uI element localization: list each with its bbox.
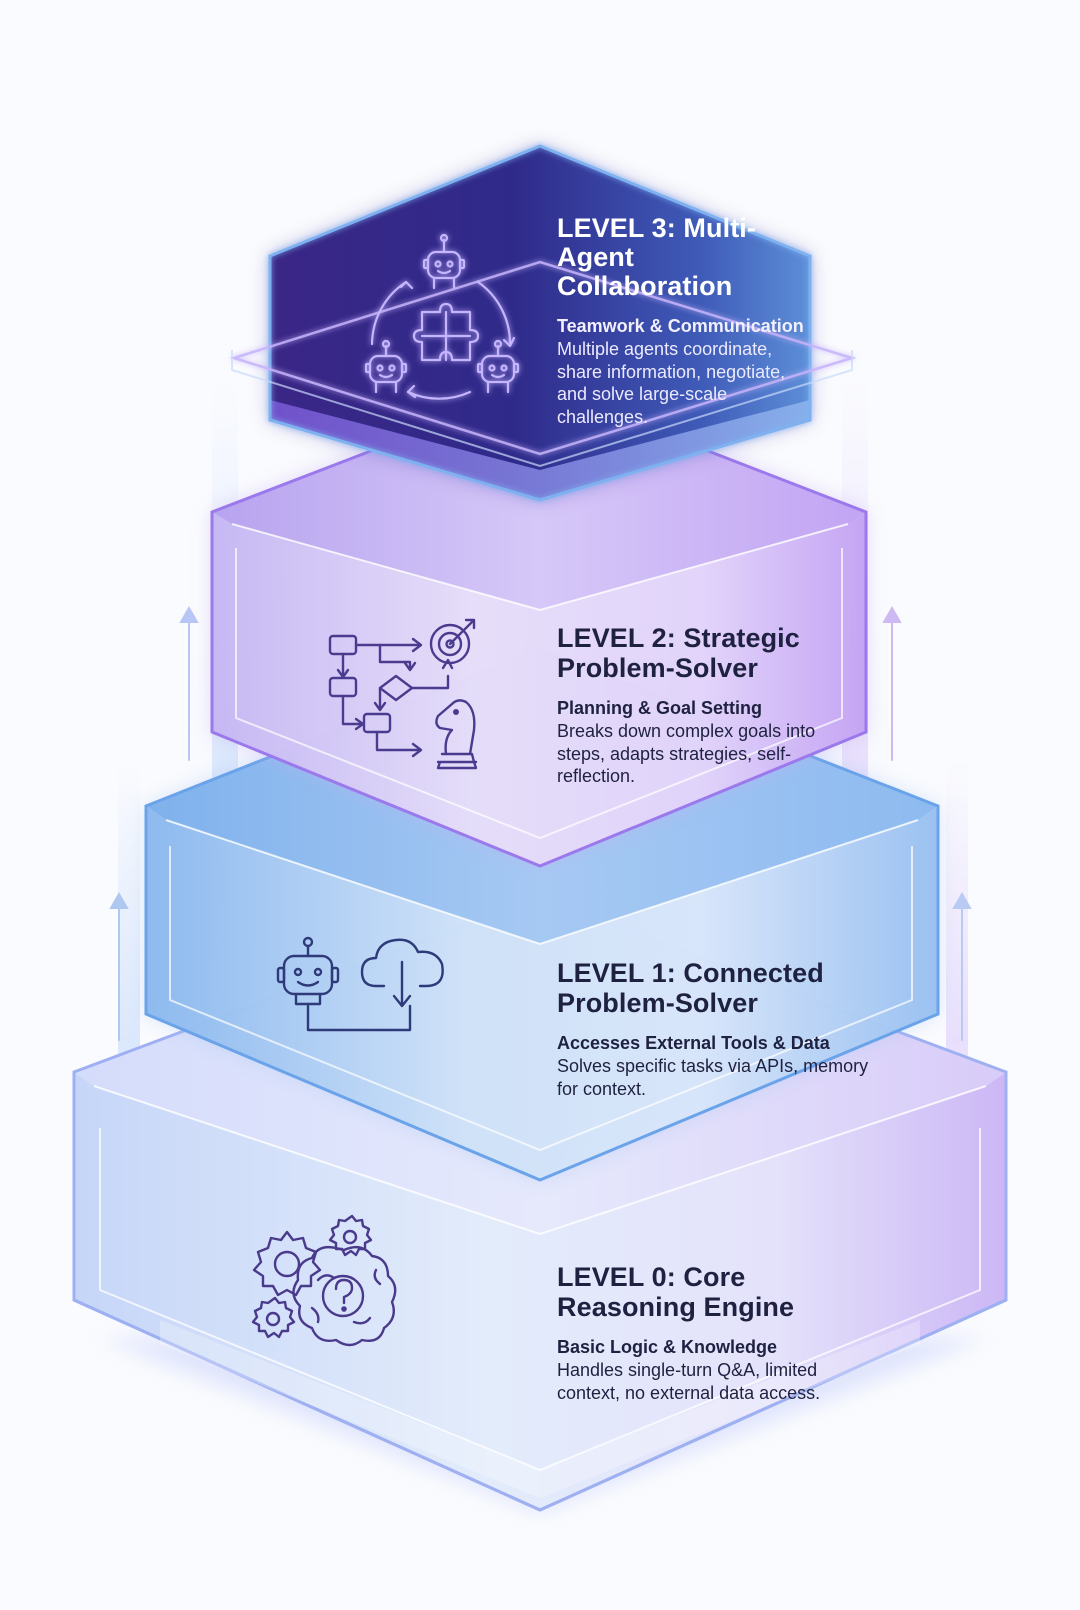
level-3-subtitle: Teamwork & Communication	[557, 316, 804, 336]
level-1-description: Solves specific tasks via APIs, memory f…	[557, 1056, 869, 1099]
level-3-block	[229, 144, 857, 502]
level-2-subtitle: Planning & Goal Setting	[557, 698, 763, 718]
arrow-up-icon	[952, 891, 972, 1041]
level-3-label: LEVEL 3: Multi-Agent Collaboration Teamw…	[557, 214, 807, 428]
level-3-title: LEVEL 3: Multi-Agent Collaboration	[557, 213, 757, 301]
level-1-label: LEVEL 1: Connected Problem-Solver Access…	[557, 958, 887, 1100]
level-3-description: Multiple agents coordinate, share inform…	[557, 339, 786, 427]
arrow-up-icon	[882, 605, 902, 761]
multi-robot-puzzle-icon	[364, 233, 520, 400]
level-2-title: LEVEL 2: Strategic Problem-Solver	[557, 623, 800, 683]
level-0-block	[72, 896, 1008, 1512]
level-1-title: LEVEL 1: Connected Problem-Solver	[557, 958, 824, 1018]
level-0-label: LEVEL 0: Core Reasoning Engine Basic Log…	[557, 1262, 857, 1404]
level-0-subtitle: Basic Logic & Knowledge	[557, 1337, 778, 1357]
arrow-up-icon	[109, 891, 129, 1041]
level-2-block	[210, 384, 868, 868]
arrow-up-icon	[179, 605, 199, 761]
level-2-label: LEVEL 2: Strategic Problem-Solver Planni…	[557, 623, 847, 788]
side-arrows	[109, 605, 972, 1041]
level-0-description: Handles single-turn Q&A, limited context…	[557, 1360, 821, 1403]
level-1-subtitle: Accesses External Tools & Data	[557, 1033, 830, 1053]
brain-gears-icon	[251, 1214, 397, 1347]
level-0-title: LEVEL 0: Core Reasoning Engine	[557, 1262, 795, 1322]
flowchart-target-chess-icon	[328, 618, 478, 770]
robot-cloud-icon	[276, 936, 444, 1032]
level-2-description: Breaks down complex goals into steps, ad…	[557, 721, 816, 786]
